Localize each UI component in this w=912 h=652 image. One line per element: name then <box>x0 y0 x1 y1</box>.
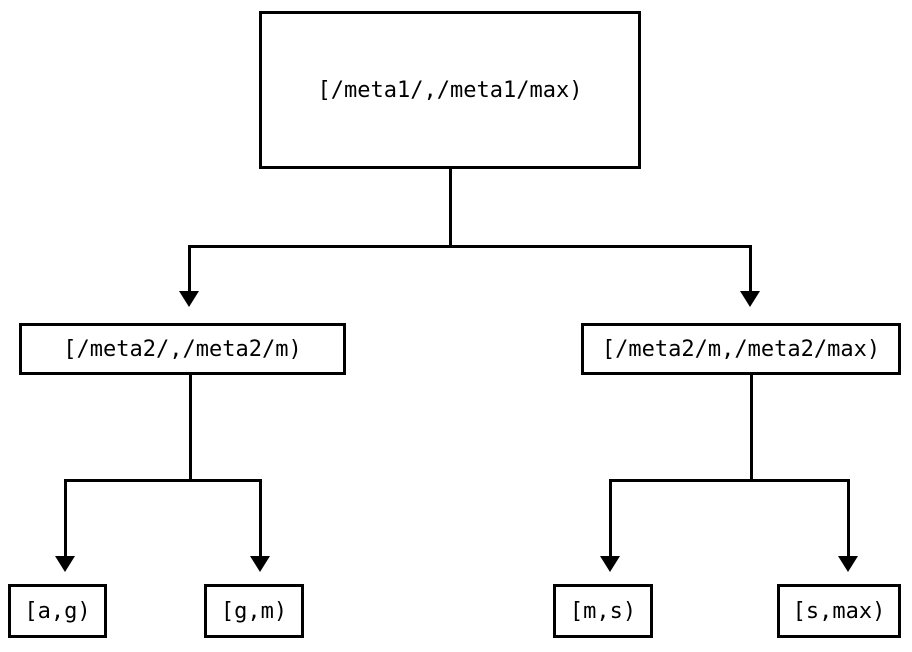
arrowhead-down-icon <box>179 291 199 307</box>
tree-leaf-a-g: [a,g) <box>8 584 107 638</box>
edge-root-to-mid-left <box>188 245 191 293</box>
tree-leaf-g-m: [g,m) <box>204 584 304 638</box>
arrowhead-down-icon <box>600 556 620 572</box>
edge-level1-bar <box>188 245 752 248</box>
tree-leaf-m-s: [m,s) <box>553 584 653 638</box>
tree-node-level2-left: [/meta2/,/meta2/m) <box>19 323 346 375</box>
edge-root-stem <box>449 168 452 248</box>
edge-root-to-mid-right <box>749 245 752 293</box>
tree-node-root: [/meta1/,/meta1/max) <box>259 11 641 169</box>
edge-mid-left-stem <box>189 375 192 481</box>
edge-mid-right-stem <box>750 375 753 481</box>
tree-leaf-s-max: [s,max) <box>777 584 901 638</box>
edge-left-subtree-bar <box>64 479 262 482</box>
arrowhead-down-icon <box>55 556 75 572</box>
arrowhead-down-icon <box>838 556 858 572</box>
edge-mid-right-to-leaf4 <box>847 479 850 558</box>
edge-mid-left-to-leaf1 <box>64 479 67 558</box>
tree-node-level2-right: [/meta2/m,/meta2/max) <box>581 323 901 375</box>
edge-right-subtree-bar <box>609 479 850 482</box>
edge-mid-right-to-leaf3 <box>609 479 612 558</box>
arrowhead-down-icon <box>250 556 270 572</box>
edge-mid-left-to-leaf2 <box>259 479 262 558</box>
arrowhead-down-icon <box>740 291 760 307</box>
